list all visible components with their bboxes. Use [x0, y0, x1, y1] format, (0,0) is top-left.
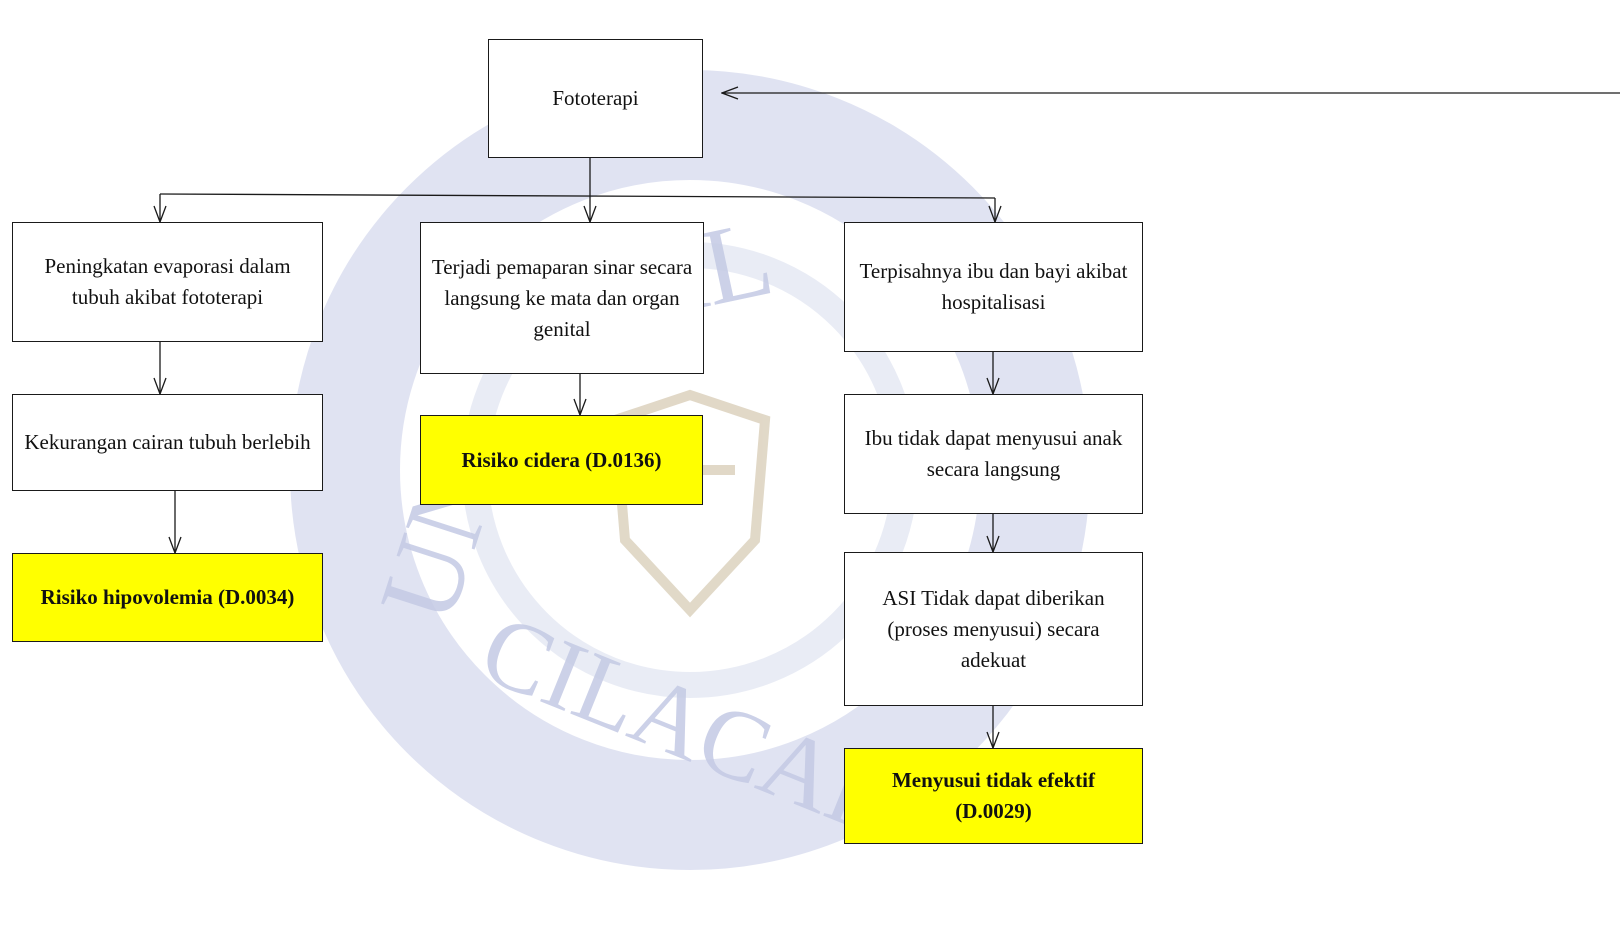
- node-left-2: Kekurangan cairan tubuh berlebih: [12, 394, 323, 491]
- node-mid-diagnosis-label: Risiko cidera (D.0136): [461, 447, 662, 472]
- node-left-diagnosis-label: Risiko hipovolemia (D.0034): [40, 585, 295, 609]
- node-left-diagnosis: Risiko hipovolemia (D.0034): [12, 553, 323, 642]
- node-right-2: Ibu tidak dapat menyusui anak secara lan…: [844, 394, 1143, 514]
- node-right-2-label: Ibu tidak dapat menyusui anak secara lan…: [864, 426, 1123, 481]
- node-mid-diagnosis: Risiko cidera (D.0136): [420, 415, 703, 505]
- node-left-1: Peningkatan evaporasi dalam tubuh akibat…: [12, 222, 323, 342]
- node-root: Fototerapi: [488, 39, 703, 158]
- node-right-1-label: Terpisahnya ibu dan bayi akibat hospital…: [859, 259, 1128, 314]
- node-right-1: Terpisahnya ibu dan bayi akibat hospital…: [844, 222, 1143, 352]
- node-right-3-label: ASI Tidak dapat diberikan (proses menyus…: [882, 585, 1105, 672]
- node-left-1-label: Peningkatan evaporasi dalam tubuh akibat…: [44, 254, 291, 309]
- node-root-label: Fototerapi: [552, 86, 639, 110]
- node-left-2-label: Kekurangan cairan tubuh berlebih: [24, 430, 311, 454]
- node-right-3: ASI Tidak dapat diberikan (proses menyus…: [844, 552, 1143, 706]
- branch-bar: [159, 193, 996, 199]
- node-right-diagnosis-label: Menyusui tidak efektif (D.0029): [891, 768, 1095, 823]
- node-mid-1-label: Terjadi pemaparan sinar secara langsung …: [431, 254, 693, 341]
- node-right-diagnosis: Menyusui tidak efektif (D.0029): [844, 748, 1143, 844]
- node-mid-1: Terjadi pemaparan sinar secara langsung …: [420, 222, 704, 374]
